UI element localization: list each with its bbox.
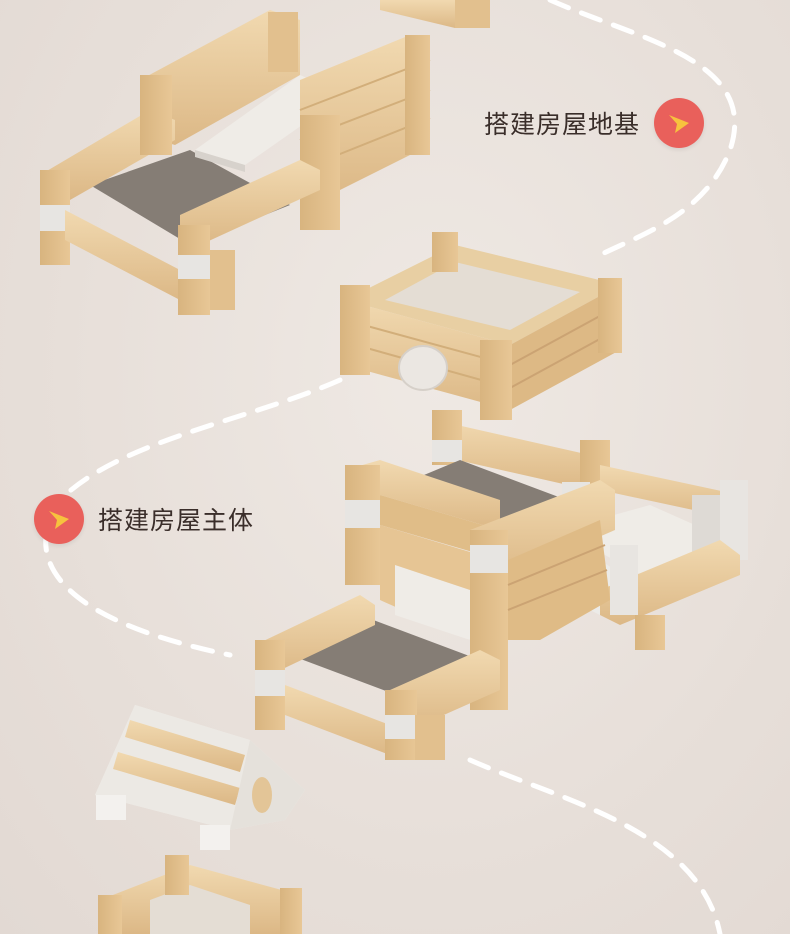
step-badge [654, 98, 705, 148]
foundation-model [40, 10, 431, 315]
step-label-foundation: 搭建房屋地基 [484, 98, 705, 148]
step-label-main-body: 搭建房屋主体 [34, 494, 254, 544]
step-badge [34, 494, 84, 544]
main-body-model [255, 410, 748, 760]
bottom-cropped-block [98, 855, 302, 934]
step-label-text: 搭建房屋主体 [98, 506, 255, 535]
roof-model [95, 705, 305, 850]
chevron-arrow-icon [49, 511, 69, 529]
wall-ring-model [340, 232, 622, 420]
step-label-text: 搭建房屋地基 [484, 110, 641, 139]
top-cropped-block [380, 0, 490, 28]
chevron-arrow-icon [669, 115, 690, 133]
